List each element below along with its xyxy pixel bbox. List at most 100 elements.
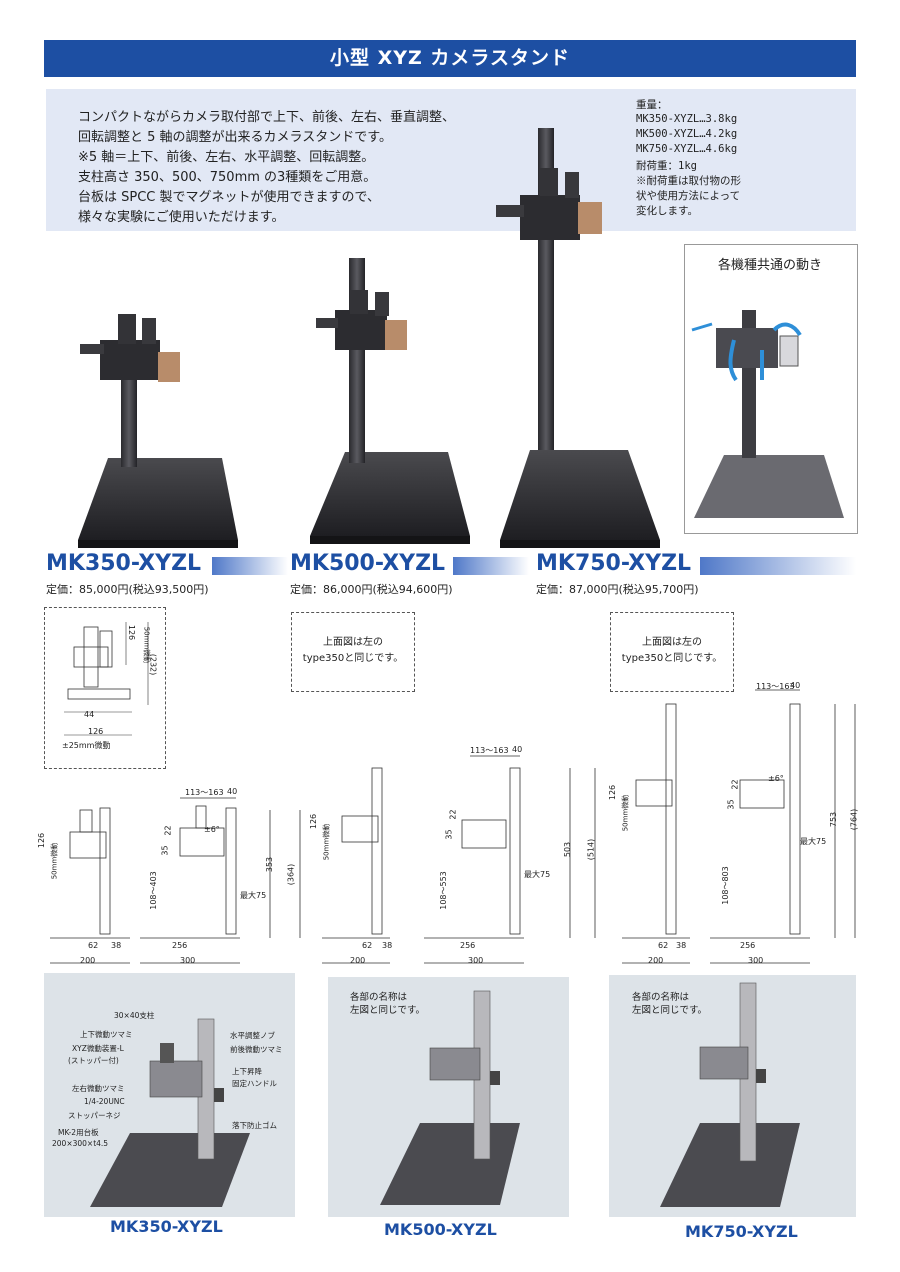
dim-label: 最大75 (240, 891, 267, 900)
dim-label: 40 (227, 787, 238, 796)
top-view-box-350 (44, 607, 166, 769)
spec-line: MK500-XYZL…4.2kg (636, 128, 738, 140)
dim-label: 256 (740, 941, 756, 950)
dim-label: 50mm微動 (621, 794, 630, 832)
part-label: 前後微動ツマミ (230, 1045, 283, 1054)
part-label: ストッパーネジ (68, 1111, 121, 1120)
dim-label: 40 (512, 745, 523, 754)
note-box-500: 上面図は左の type350と同じです。 (291, 612, 415, 692)
dim-label: 108〜403 (148, 871, 158, 910)
dim-label: 126 (127, 624, 137, 641)
mk500-parts-illustration (380, 990, 520, 1205)
mk350-photo (78, 314, 238, 548)
top-view-drawing (64, 622, 149, 736)
intro-line: 回転調整と 5 軸の調整が出来るカメラスタンドです。 (78, 130, 392, 145)
page-title: 小型 XYZ カメラスタンド (44, 40, 856, 77)
dim-label: 40 (790, 681, 801, 690)
dim-label: ±25mm微動 (62, 741, 111, 750)
model-bar (700, 557, 856, 575)
dim-label: (232) (148, 653, 158, 676)
price-500: 定価：86,000円(税込94,600円) (290, 583, 453, 596)
part-label: 30×40支柱 (114, 1011, 155, 1020)
note-line: 上面図は左の (642, 637, 702, 648)
part-label: MK-2用台板 (58, 1128, 99, 1137)
common-motion-illustration (691, 310, 844, 518)
dim-label: 最大75 (524, 870, 551, 879)
part-label: (ストッパー付) (68, 1056, 119, 1065)
dim-label: 62 (658, 941, 669, 950)
name-note: 各部の名称は (350, 992, 408, 1003)
part-label: 左右微動ツマミ (72, 1084, 125, 1093)
part-label: 上下昇降 (232, 1067, 262, 1076)
dim-label: 200 (80, 956, 96, 965)
part-label: 200×300×t4.5 (52, 1139, 109, 1148)
dim-label: 113〜163 (470, 746, 509, 755)
name-note: 左図と同じです。 (632, 1005, 708, 1016)
dim-label: 22 (163, 825, 173, 836)
spec-line: MK350-XYZL…3.8kg (636, 113, 738, 125)
price-750: 定価：87,000円(税込95,700円) (536, 583, 699, 596)
dim-label: (514) (586, 838, 596, 861)
dim-label: 最大75 (800, 837, 827, 846)
note-line: type350と同じです。 (621, 653, 723, 664)
model-name-350: MK350-XYZL (46, 551, 202, 576)
mk500-photo (310, 258, 470, 544)
dim-label: (364) (286, 863, 296, 886)
dim-label: 38 (382, 941, 393, 950)
dim-label: 200 (350, 956, 366, 965)
part-label: 固定ハンドル (232, 1079, 277, 1088)
part-label: 水平調整ノブ (230, 1031, 275, 1040)
dim-label: 300 (180, 956, 196, 965)
dim-label: 126 (608, 784, 618, 801)
intro-box (46, 89, 856, 231)
model-bar (212, 557, 288, 575)
intro-line: ※5 軸＝上下、前後、左右、水平調整、回転調整。 (78, 150, 375, 165)
dim-label: 22 (448, 809, 458, 820)
part-label: 落下防止ゴム (232, 1121, 277, 1130)
dim-label: 108〜803 (720, 866, 730, 905)
dim-label: (764) (849, 808, 859, 831)
spec-line: ※耐荷重は取付物の形 (636, 175, 741, 187)
dim-label: 38 (676, 941, 687, 950)
mk350-parts-illustration (90, 1018, 250, 1207)
dim-label: 35 (160, 845, 170, 856)
common-motion-title: 各機種共通の動き (717, 258, 822, 273)
dim-label: 62 (362, 941, 373, 950)
dim-label: 126 (37, 832, 47, 849)
dim-label: 50mm微動 (322, 823, 331, 861)
dim-label: 200 (648, 956, 664, 965)
part-label: 上下微動ツマミ (80, 1030, 133, 1039)
spec-line: 耐荷重：1kg (636, 160, 697, 172)
dim-label: 50mm微動 (50, 842, 59, 880)
mk750-parts-illustration (660, 982, 800, 1207)
bottom-label-750: MK750-XYZL (685, 1222, 798, 1241)
part-label: 1/4-20UNC (84, 1097, 125, 1106)
dim-label: 35 (444, 829, 454, 840)
spec-line: 重量： (636, 99, 668, 111)
price-350: 定価：85,000円(税込93,500円) (46, 583, 209, 596)
name-note: 各部の名称は (632, 992, 690, 1003)
dim-label: ±6° (768, 774, 784, 783)
dim-label: 126 (88, 727, 104, 736)
dim-label: 503 (563, 841, 573, 858)
spec-line: 変化します。 (636, 205, 698, 217)
dim-label: 353 (265, 856, 275, 873)
dim-label: 108〜553 (438, 871, 448, 910)
dim-label: 300 (748, 956, 764, 965)
dim-label: 44 (84, 710, 95, 719)
model-name-750: MK750-XYZL (536, 551, 692, 576)
dim-label: 113〜163 (756, 682, 795, 691)
dim-label: 300 (468, 956, 484, 965)
dim-label: 113〜163 (185, 788, 224, 797)
note-box-750: 上面図は左の type350と同じです。 (610, 612, 734, 692)
model-name-500: MK500-XYZL (290, 551, 446, 576)
dim-label: 126 (309, 813, 319, 830)
spec-line: 状や使用方法によって (636, 190, 741, 202)
intro-line: コンパクトながらカメラ取付部で上下、前後、左右、垂直調整、 (78, 110, 456, 125)
product-photos (78, 128, 660, 548)
dim-label: 256 (172, 941, 188, 950)
dim-label: 62 (88, 941, 99, 950)
bottom-label-500: MK500-XYZL (384, 1220, 497, 1239)
part-label: XYZ微動装置-L (72, 1044, 124, 1053)
model-bar (453, 557, 529, 575)
